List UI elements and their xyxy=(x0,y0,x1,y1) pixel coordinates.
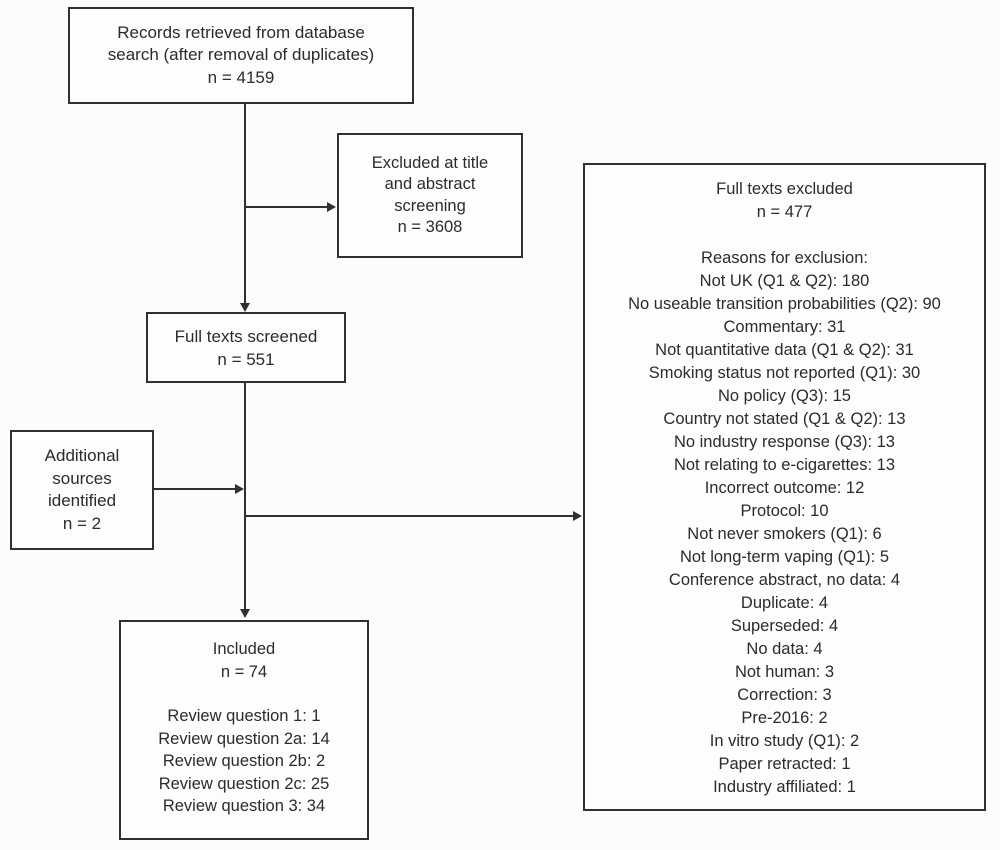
excluded-screening-line: screening xyxy=(394,196,466,215)
exclusion-reason-line: No data: 4 xyxy=(746,640,823,658)
included-title: Included xyxy=(212,640,276,658)
review-counts-list: Review question 1: 1 Review question 2a:… xyxy=(158,705,330,818)
exclusion-reason-line: Protocol: 10 xyxy=(740,502,829,520)
arrowhead-right-icon xyxy=(327,202,336,212)
exclusion-reason-line: No useable transition probabilities (Q2)… xyxy=(628,295,941,313)
arrowhead-down-icon xyxy=(240,609,250,618)
exclusion-reason-line: Incorrect outcome: 12 xyxy=(704,479,865,497)
connector-screened-to-included xyxy=(244,383,246,611)
connector-branch-to-excluded xyxy=(245,206,329,208)
reasons-label: Reasons for exclusion: xyxy=(701,249,868,267)
exclusion-reason-line: Not quantitative data (Q1 & Q2): 31 xyxy=(655,341,914,359)
additional-sources-box: Additional sources identified n = 2 xyxy=(10,430,154,550)
excluded-screening-line: and abstract xyxy=(384,175,476,193)
records-retrieved-count: n = 4159 xyxy=(207,67,275,87)
spacer xyxy=(121,683,367,705)
excluded-screening-count: n = 3608 xyxy=(397,218,463,236)
arrowhead-right-icon xyxy=(573,511,582,521)
exclusion-reason-line: Not long-term vaping (Q1): 5 xyxy=(679,548,890,566)
review-count-line: Review question 2b: 2 xyxy=(162,752,326,770)
additional-sources-line: sources xyxy=(52,468,112,488)
review-count-line: Review question 2c: 25 xyxy=(158,774,330,793)
additional-sources-count: n = 2 xyxy=(62,513,102,533)
exclusion-reason-line: Not never smokers (Q1): 6 xyxy=(687,525,882,543)
exclusion-reasons-list: Not UK (Q1 & Q2): 180 No useable transit… xyxy=(628,270,941,799)
exclusion-reason-line: Not human: 3 xyxy=(734,663,835,681)
exclusion-reason-line: Country not stated (Q1 & Q2): 13 xyxy=(663,410,906,428)
connector-records-to-screened xyxy=(244,103,246,306)
exclusion-reason-line: Not relating to e-cigarettes: 13 xyxy=(673,456,896,474)
exclusion-reason-line: Industry affiliated: 1 xyxy=(713,778,856,796)
full-texts-excluded-title: Full texts excluded xyxy=(716,180,853,198)
exclusion-reason-line: No industry response (Q3): 13 xyxy=(673,433,895,451)
records-retrieved-line: search (after removal of duplicates) xyxy=(107,45,375,65)
records-retrieved-box: Records retrieved from database search (… xyxy=(68,7,414,104)
full-texts-excluded-box: Full texts excluded n = 477 Reasons for … xyxy=(583,163,986,811)
exclusion-reason-line: Duplicate: 4 xyxy=(740,594,829,612)
review-count-line: Review question 1: 1 xyxy=(167,707,321,725)
exclusion-reason-line: Not UK (Q1 & Q2): 180 xyxy=(699,272,870,290)
exclusion-reason-line: Superseded: 4 xyxy=(730,617,839,635)
arrowhead-right-icon xyxy=(235,484,244,494)
spacer xyxy=(585,224,984,247)
full-texts-excluded-count: n = 477 xyxy=(756,203,813,221)
review-count-line: Review question 2a: 14 xyxy=(158,729,330,748)
records-retrieved-line: Records retrieved from database xyxy=(117,22,365,42)
exclusion-reason-line: Smoking status not reported (Q1): 30 xyxy=(648,364,921,382)
review-count-line: Review question 3: 34 xyxy=(162,797,326,815)
additional-sources-line: Additional xyxy=(44,446,120,465)
full-texts-screened-line: Full texts screened xyxy=(174,326,318,346)
full-texts-screened-box: Full texts screened n = 551 xyxy=(146,312,346,383)
connector-junction-to-ftexcluded xyxy=(245,515,575,517)
full-texts-screened-count: n = 551 xyxy=(217,349,275,369)
connector-additional-to-junction xyxy=(154,488,237,490)
exclusion-reason-line: Paper retracted: 1 xyxy=(718,755,851,773)
exclusion-reason-line: No policy (Q3): 15 xyxy=(718,387,851,405)
arrowhead-down-icon xyxy=(240,303,250,312)
excluded-screening-box: Excluded at title and abstract screening… xyxy=(337,133,523,258)
additional-sources-line: identified xyxy=(47,491,117,510)
exclusion-reason-line: Correction: 3 xyxy=(737,686,832,704)
included-count: n = 74 xyxy=(220,662,268,681)
excluded-screening-line: Excluded at title xyxy=(371,153,489,172)
included-box: Included n = 74 Review question 1: 1 Rev… xyxy=(119,620,369,840)
exclusion-reason-line: Commentary: 31 xyxy=(723,318,846,336)
exclusion-reason-line: In vitro study (Q1): 2 xyxy=(709,732,860,750)
exclusion-reason-line: Pre-2016: 2 xyxy=(741,709,828,727)
exclusion-reason-line: Conference abstract, no data: 4 xyxy=(668,571,901,589)
